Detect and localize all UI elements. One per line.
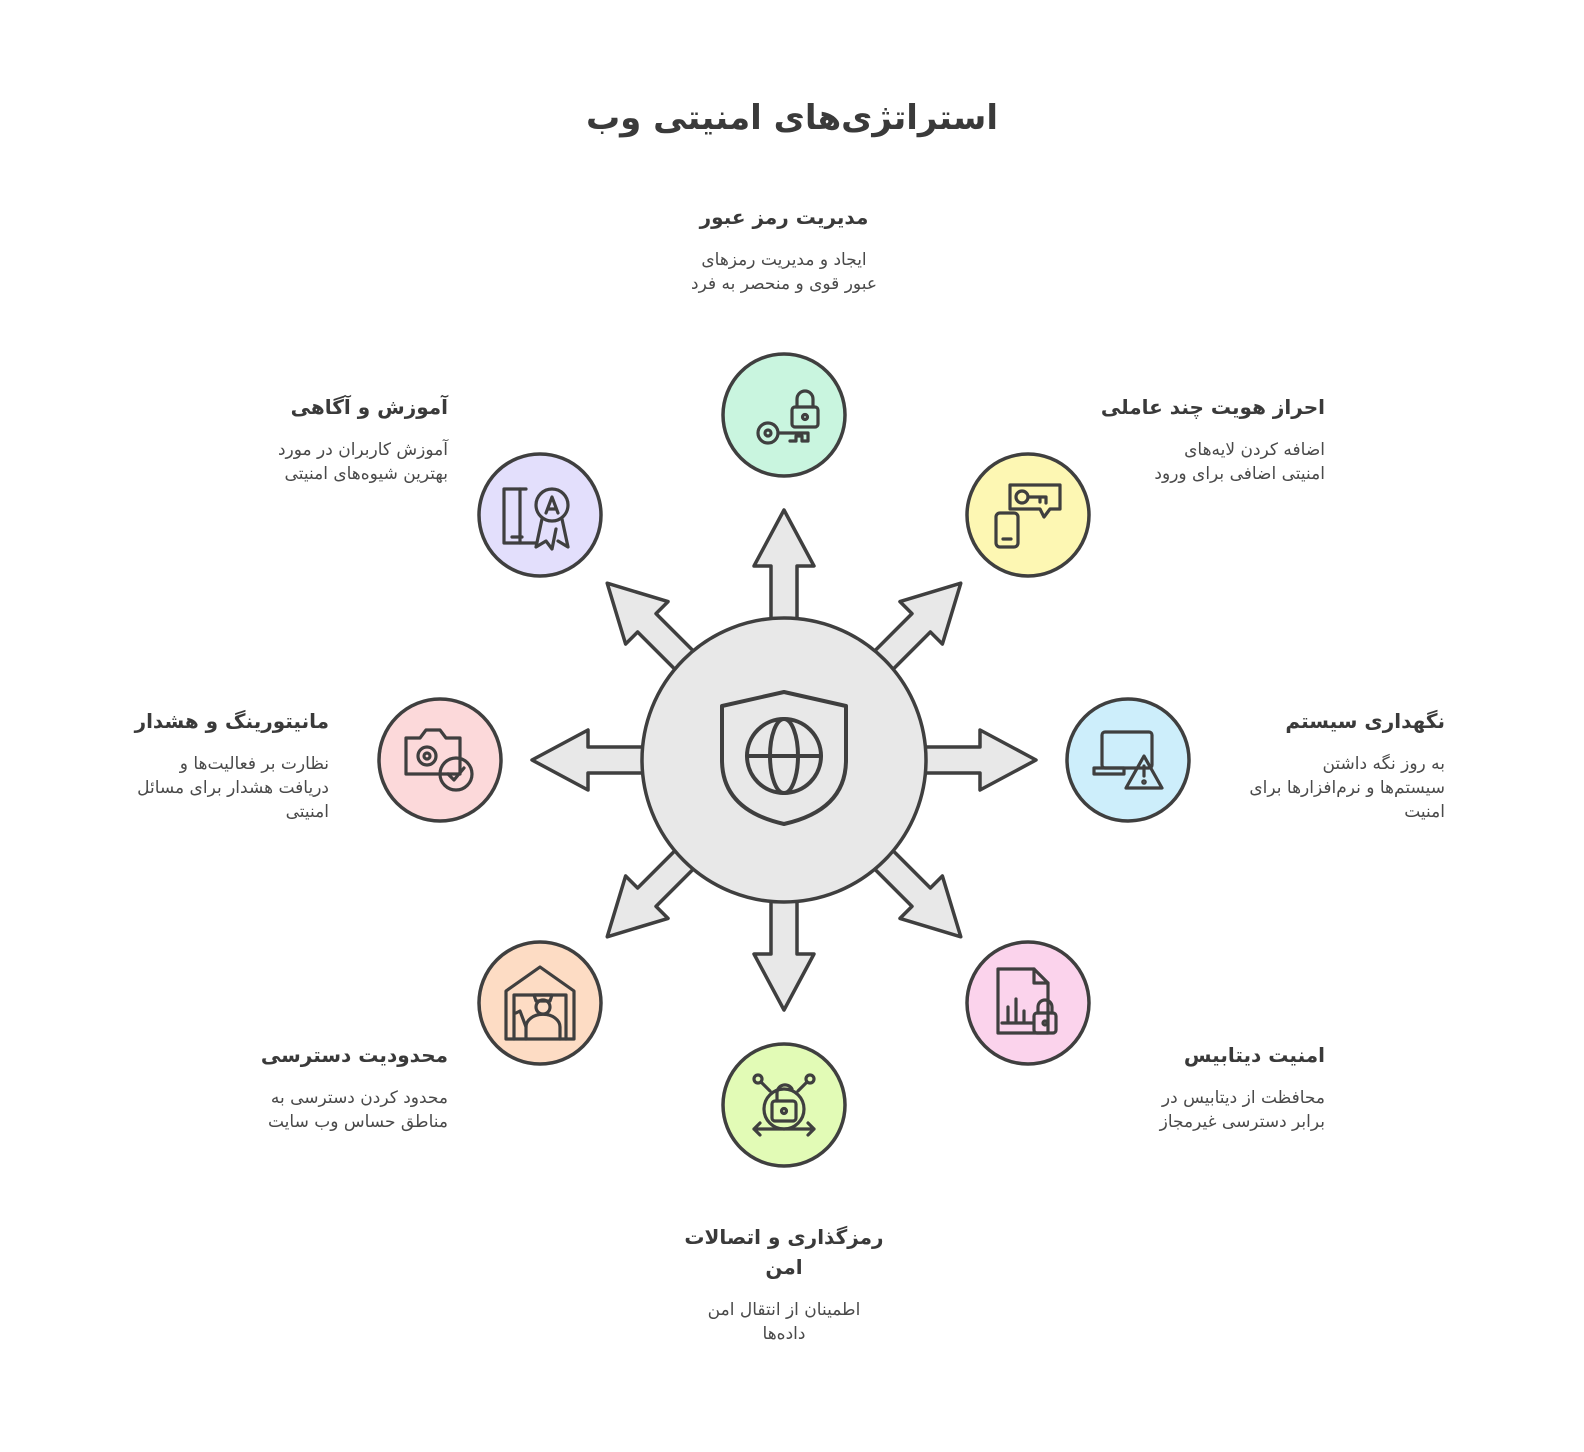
strategy-description: به روز نگه داشتن سیستم‌ها و نرم‌افزارها … [1249, 754, 1445, 822]
strategy-node [1065, 697, 1191, 823]
strategy-description: اطمینان از انتقال امن داده‌ها [707, 1300, 861, 1344]
laptop-warning-icon [1092, 730, 1164, 790]
strategy-heading: مانیتورینگ و هشدار [134, 709, 329, 733]
camera-check-icon [404, 728, 474, 792]
strategy-node-circle [721, 1042, 847, 1168]
strategy-description: نظارت بر فعالیت‌ها و دریافت هشدار برای م… [137, 754, 329, 822]
strategy-label-access-restriction: محدودیت دسترسی محدود کردن دسترسی به مناط… [148, 1040, 448, 1134]
strategy-description: اضافه کردن لایه‌های امنیتی اضافی برای ور… [1154, 440, 1325, 484]
strategy-heading: آموزش و آگاهی [290, 395, 448, 419]
strategy-label-database-security: امنیت دیتابیس محافظت از دیتابیس در برابر… [1020, 1040, 1325, 1134]
strategy-node [721, 352, 847, 478]
strategy-heading: احراز هویت چند عاملی [1100, 395, 1325, 419]
strategy-heading: محدودیت دسترسی [260, 1043, 448, 1067]
hub-circle [640, 616, 928, 904]
strategy-node [965, 940, 1091, 1066]
strategy-description: آموزش کاربران در مورد بهترین شیوه‌های ام… [277, 440, 448, 484]
strategy-heading: امنیت دیتابیس [1183, 1043, 1325, 1067]
strategy-description: محافظت از دیتابیس در برابر دسترسی غیرمجا… [1159, 1088, 1325, 1132]
strategy-label-password-management: مدیریت رمز عبور ایجاد و مدیریت رمزهای عب… [640, 202, 928, 296]
strategy-description: ایجاد و مدیریت رمزهای عبور قوی و منحصر ب… [691, 250, 877, 294]
strategy-label-encryption: رمزگذاری و اتصالات امن اطمینان از انتقال… [640, 1222, 928, 1346]
unlock-network-icon [752, 1073, 816, 1137]
strategy-node-circle [377, 697, 503, 823]
strategy-heading: نگهداری سیستم [1285, 709, 1445, 733]
strategy-node-circle [1065, 697, 1191, 823]
strategy-node [377, 697, 503, 823]
strategy-heading: مدیریت رمز عبور [699, 205, 869, 229]
strategy-description: محدود کردن دسترسی به مناطق حساس وب سایت [267, 1088, 448, 1132]
strategy-node-circle [721, 352, 847, 478]
strategy-node [721, 1042, 847, 1168]
lock-key-icon [756, 389, 820, 445]
strategy-label-system-maintenance: نگهداری سیستم به روز نگه داشتن سیستم‌ها … [1140, 706, 1445, 824]
strategy-heading: رمزگذاری و اتصالات امن [684, 1225, 884, 1279]
diagram-title: استراتژی‌های امنیتی وب [585, 98, 999, 138]
phone-key-chat-icon [994, 483, 1062, 549]
strategy-label-mfa: احراز هویت چند عاملی اضافه کردن لایه‌های… [1020, 392, 1325, 486]
nodes-group [377, 352, 1191, 1168]
strategy-node [477, 940, 603, 1066]
strategy-label-monitoring: مانیتورینگ و هشدار نظارت بر فعالیت‌ها و … [30, 706, 329, 824]
strategy-node [965, 452, 1091, 578]
strategy-node [477, 452, 603, 578]
strategy-label-training: آموزش و آگاهی آموزش کاربران در مورد بهتر… [148, 392, 448, 486]
shield-globe-icon [720, 690, 848, 826]
strategy-node-circle [477, 940, 603, 1066]
security-guard-icon [504, 965, 576, 1041]
database-chart-lock-icon [996, 967, 1058, 1035]
book-award-icon [502, 487, 570, 551]
